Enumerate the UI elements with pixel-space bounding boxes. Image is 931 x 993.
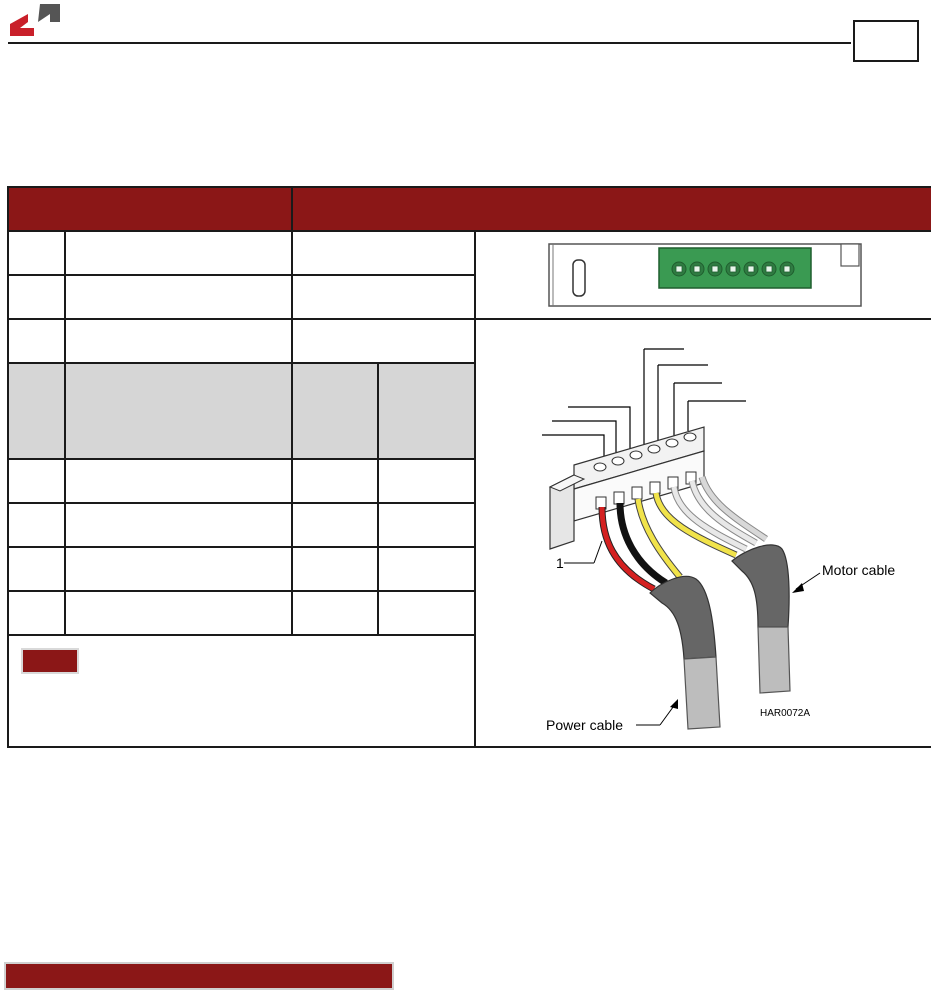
table-note-row bbox=[7, 634, 931, 748]
subheader-function bbox=[64, 362, 293, 460]
table-row bbox=[7, 502, 931, 548]
col3-cell bbox=[291, 546, 379, 592]
value-cell bbox=[291, 274, 476, 320]
table-row bbox=[7, 546, 931, 592]
table-header-row bbox=[7, 186, 931, 232]
section-footer-bar bbox=[4, 962, 394, 990]
col4-cell bbox=[377, 502, 476, 548]
value-cell bbox=[291, 230, 476, 276]
function-cell bbox=[64, 590, 293, 636]
subheader-col4 bbox=[377, 362, 476, 460]
col4-cell bbox=[377, 458, 476, 504]
function-cell bbox=[64, 458, 293, 504]
function-cell bbox=[64, 318, 293, 364]
table-header-left bbox=[7, 186, 293, 232]
power-cable-label: Power cable bbox=[546, 717, 623, 733]
table-subheader-row bbox=[7, 362, 931, 460]
connector-top-view-image bbox=[547, 242, 862, 307]
connector-top-view-cell bbox=[473, 230, 931, 320]
connector-wiring-figure-cell: 1 Motor cable Power cable HAR0072A bbox=[473, 318, 931, 748]
table-row bbox=[7, 590, 931, 636]
page-number-box bbox=[853, 20, 919, 62]
pin-cell bbox=[7, 318, 66, 364]
subheader-pin bbox=[7, 362, 66, 460]
col4-cell bbox=[377, 546, 476, 592]
motor-cable-label: Motor cable bbox=[822, 562, 895, 578]
pin-cell bbox=[7, 274, 66, 320]
table-row bbox=[7, 230, 931, 320]
header-rule bbox=[8, 42, 851, 44]
col4-cell bbox=[377, 590, 476, 636]
value-cell bbox=[291, 318, 476, 364]
table-row: 1 Motor cable Power cable HAR0072A bbox=[7, 318, 931, 748]
col3-cell bbox=[291, 502, 379, 548]
function-cell bbox=[64, 546, 293, 592]
pin-one-label: 1 bbox=[556, 555, 564, 571]
table-row bbox=[7, 274, 931, 320]
pin-cell bbox=[7, 502, 66, 548]
subheader-col3 bbox=[291, 362, 379, 460]
table-row bbox=[7, 458, 931, 504]
pin-cell bbox=[7, 458, 66, 504]
function-cell bbox=[64, 274, 293, 320]
table-header-right bbox=[290, 186, 931, 232]
connector-pinout-table: 1 Motor cable Power cable HAR0072A bbox=[7, 186, 931, 748]
note-badge bbox=[21, 648, 79, 674]
function-cell bbox=[64, 502, 293, 548]
company-logo-icon bbox=[10, 4, 60, 36]
pin-cell bbox=[7, 546, 66, 592]
function-cell bbox=[64, 230, 293, 276]
figure-code: HAR0072A bbox=[760, 708, 810, 719]
pin-cell bbox=[7, 230, 66, 276]
note-cell bbox=[7, 634, 476, 748]
connector-wiring-figure: 1 Motor cable Power cable HAR0072A bbox=[541, 347, 895, 733]
col3-cell bbox=[291, 590, 379, 636]
pin-cell bbox=[7, 590, 66, 636]
col3-cell bbox=[291, 458, 379, 504]
